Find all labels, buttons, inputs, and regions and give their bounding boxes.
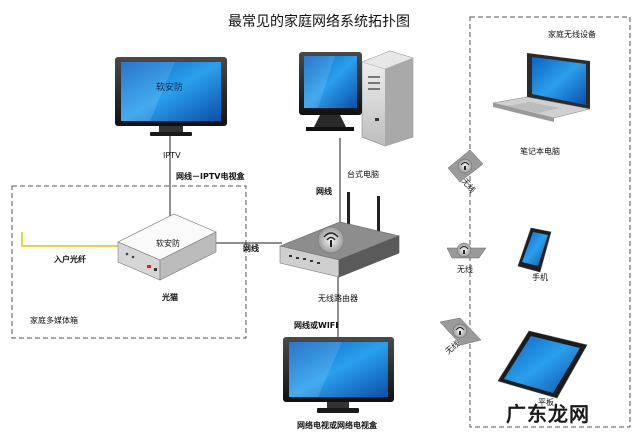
home-media-box-label: 家庭多媒体箱 bbox=[30, 316, 78, 325]
laptop-icon bbox=[492, 53, 591, 122]
desktop-computer-icon bbox=[299, 50, 414, 147]
tablet-icon bbox=[497, 330, 588, 399]
desktop-label: 台式电脑 bbox=[347, 170, 379, 179]
top-tv-label: IPTV bbox=[163, 151, 181, 160]
home-media-box-zone bbox=[11, 185, 247, 339]
fiber-label: 入户光纤 bbox=[54, 255, 86, 264]
tablet-label: 平板 bbox=[538, 398, 554, 407]
wireless-devices-zone bbox=[469, 16, 631, 428]
tv-modem-connection-label: 网线－IPTV电视盒 bbox=[176, 172, 245, 181]
modem-icon bbox=[117, 213, 217, 281]
modem-device-text: 软安防 bbox=[156, 239, 180, 248]
router-tv-connection-label: 网线或WIFI bbox=[294, 321, 339, 330]
top-tv-icon bbox=[115, 57, 227, 136]
router-label: 无线路由器 bbox=[318, 294, 358, 303]
fiber-line bbox=[21, 232, 120, 247]
desktop-router-connection-label: 网线 bbox=[316, 187, 332, 196]
bottom-tv-icon bbox=[283, 337, 394, 413]
laptop-label: 笔记本电脑 bbox=[520, 147, 560, 156]
wireless-badge-2 bbox=[446, 242, 487, 259]
phone-label: 手机 bbox=[532, 273, 548, 282]
modem-router-connection-label: 网线 bbox=[243, 244, 259, 253]
wireless-router-icon bbox=[279, 192, 400, 278]
bottom-tv-label: 网络电视或网络电视盒 bbox=[297, 421, 377, 430]
wireless-label-2: 无线 bbox=[457, 265, 473, 274]
wireless-devices-zone-label: 家庭无线设备 bbox=[548, 30, 596, 39]
wireless-badge-1 bbox=[447, 149, 484, 183]
watermark-text: 广东龙网 bbox=[506, 402, 590, 426]
diagram-title: 最常见的家庭网络系统拓扑图 bbox=[228, 14, 410, 30]
wireless-badge-3 bbox=[439, 317, 482, 346]
top-tv-screen-text: 软安防 bbox=[156, 83, 184, 93]
modem-label: 光猫 bbox=[162, 293, 178, 302]
phone-icon bbox=[517, 227, 552, 273]
